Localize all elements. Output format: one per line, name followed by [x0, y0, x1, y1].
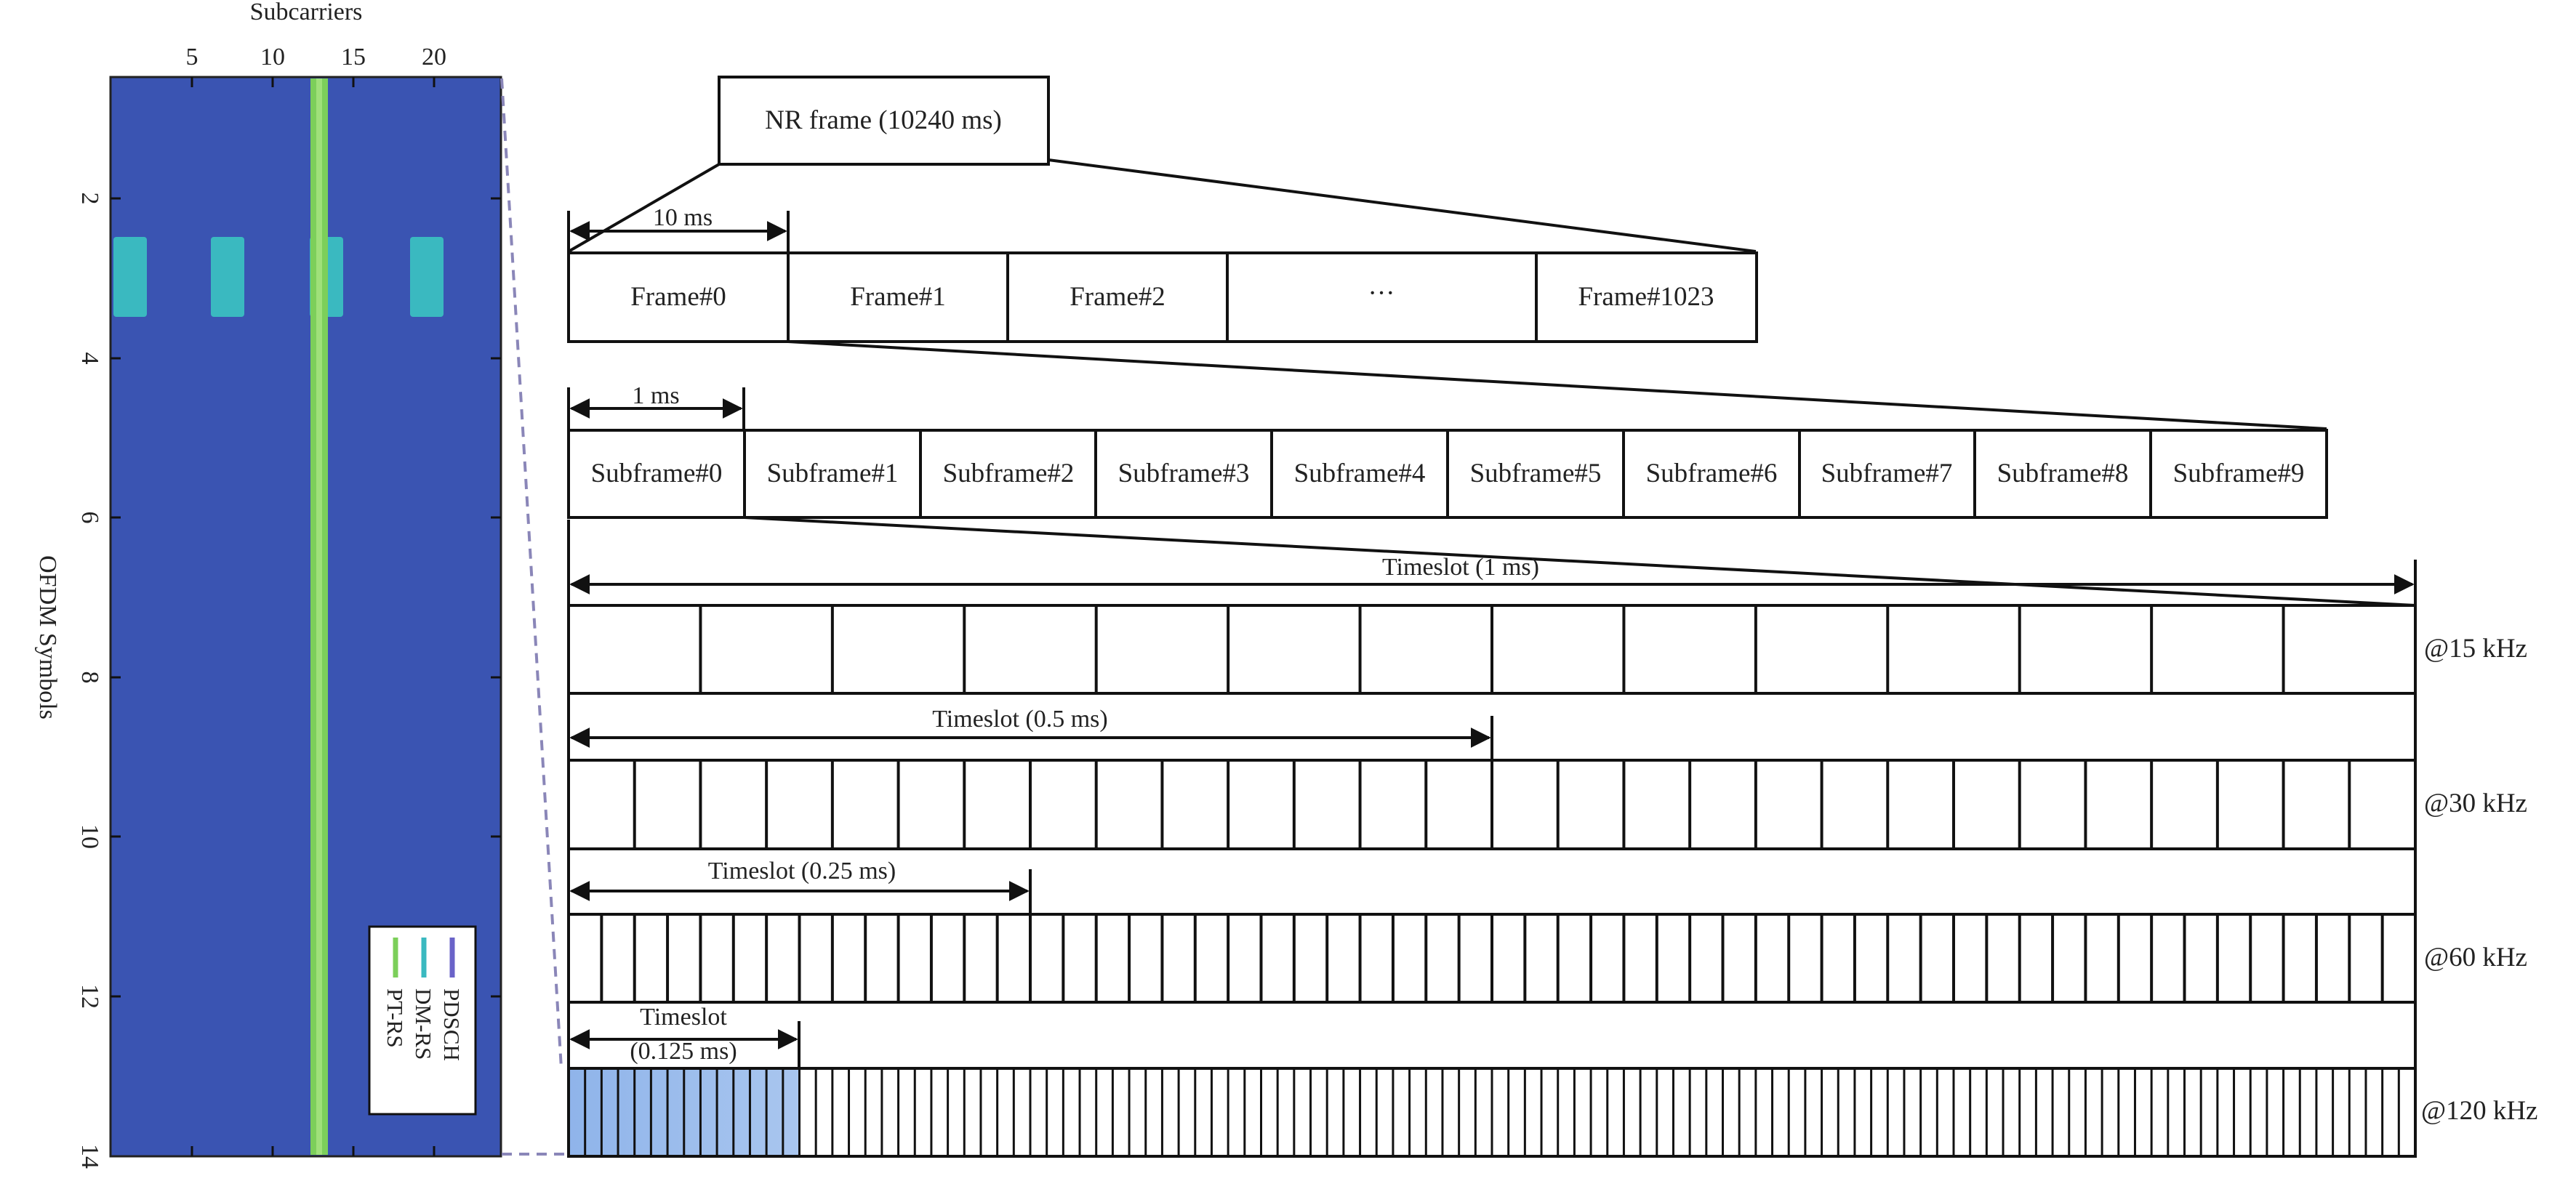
subcarrier-spacing-30khz: @30 kHz	[2424, 789, 2527, 818]
ptrs-column-highlight	[316, 78, 322, 1155]
y-tick-label: 6	[76, 512, 103, 524]
subframe-cell: Subframe#5	[1470, 459, 1602, 488]
frame-cell: Frame#0	[630, 282, 726, 312]
frames-row: Frame#0 Frame#1 Frame#2 ··· Frame#1023	[567, 251, 1758, 343]
subcarrier-spacing-60khz: @60 kHz	[2424, 943, 2527, 972]
y-tick-label: 2	[76, 193, 103, 205]
x-tick-label: 15	[341, 44, 366, 70]
subframes-row: Subframe#0 Subframe#1 Subframe#2 Subfram…	[567, 429, 2328, 519]
nr-frame-box	[718, 76, 1050, 166]
dmrs-block	[211, 237, 244, 317]
x-tick-label: 10	[260, 44, 285, 70]
subframe-duration-label: 1 ms	[632, 382, 679, 409]
frame-structure-diagram: NR frame (10240 ms) 10 ms Frame#0 Frame#…	[567, 76, 2537, 1158]
zoom-line	[787, 340, 2327, 430]
x-axis-label: Subcarriers	[250, 0, 363, 25]
subframe-cell: Subframe#1	[767, 459, 899, 488]
timeslot-label-30khz: Timeslot (0.5 ms)	[932, 706, 1108, 733]
timeslot-label-120khz-line2: (0.125 ms)	[630, 1038, 737, 1065]
y-tick-label: 12	[76, 984, 103, 1009]
subframe-cell: Subframe#6	[1646, 459, 1778, 488]
subframe-cell: Subframe#3	[1118, 459, 1250, 488]
subcarrier-spacing-15khz: @15 kHz	[2424, 634, 2527, 664]
zoom-connector-top	[500, 78, 563, 1069]
zoom-line	[744, 516, 2416, 607]
timeslot-label-120khz-line1: Timeslot	[640, 1004, 727, 1031]
frame-cell: Frame#2	[1070, 282, 1165, 312]
x-tick-label: 5	[186, 44, 198, 70]
legend-label-dmrs: DM-RS	[411, 988, 436, 1060]
subcarrier-spacing-120khz: @120 kHz	[2421, 1096, 2537, 1126]
y-tick-label: 10	[76, 824, 103, 849]
resource-grid-plot: Subcarriers OFDM Symbols 5 10 15 20	[34, 0, 566, 1169]
slot-row-30khz: @30 kHz	[567, 759, 2527, 850]
subframe-cell: Subframe#7	[1821, 459, 1953, 488]
frame-cell: Frame#1	[850, 282, 946, 312]
dmrs-block	[410, 237, 444, 317]
y-axis-label: OFDM Symbols	[34, 555, 61, 720]
subframe-cell: Subframe#4	[1294, 459, 1426, 488]
subframe-cell: Subframe#2	[943, 459, 1075, 488]
subframe-cell: Subframe#9	[2173, 459, 2305, 488]
nr-frame-label: NR frame (10240 ms)	[765, 105, 1002, 135]
frame-cell: Frame#1023	[1578, 282, 1714, 312]
x-ticks: 5 10 15 20	[186, 44, 446, 1156]
subframe-cell: Subframe#8	[1997, 459, 2129, 488]
slot-row-15khz: @15 kHz	[567, 604, 2527, 695]
frame-duration-label: 10 ms	[653, 204, 713, 231]
frame-cell: ···	[1368, 278, 1395, 308]
y-tick-label: 14	[76, 1144, 103, 1169]
zoom-line	[1048, 158, 1757, 253]
legend-label-pdsch: PDSCH	[439, 988, 465, 1061]
y-ticks: 2 4 6 8 10 12 14	[76, 193, 501, 1169]
y-tick-label: 4	[76, 352, 103, 365]
legend: PDSCH DM-RS PT-RS	[368, 925, 477, 1116]
dmrs-block	[113, 237, 147, 317]
slot-row-60khz: @60 kHz	[567, 913, 2527, 1004]
timeslot-label-60khz: Timeslot (0.25 ms)	[708, 858, 896, 884]
subframe-cell: Subframe#0	[591, 459, 723, 488]
slot-row-120khz: @120 kHz	[567, 1067, 2537, 1158]
x-tick-label: 20	[422, 44, 446, 70]
legend-label-ptrs: PT-RS	[382, 988, 408, 1048]
y-tick-label: 8	[76, 672, 103, 684]
timeslot-label-15khz: Timeslot (1 ms)	[1382, 554, 1539, 581]
